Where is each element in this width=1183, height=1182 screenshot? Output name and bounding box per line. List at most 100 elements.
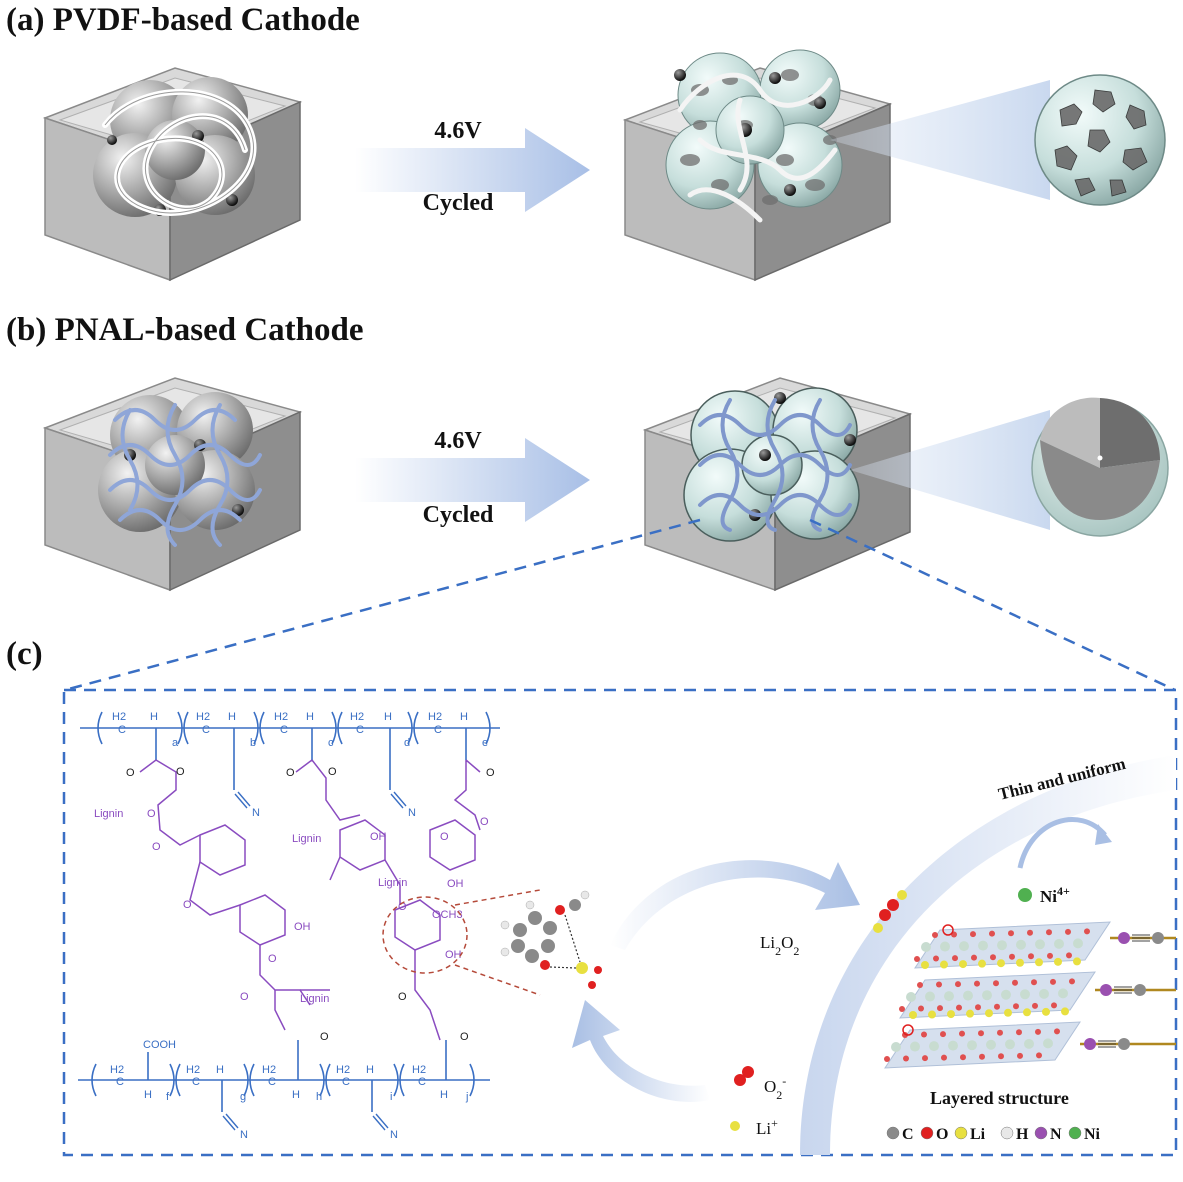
svg-text:H: H <box>384 711 392 723</box>
lithium-atom <box>1004 1008 1012 1017</box>
superoxide-particles <box>730 1066 754 1131</box>
svg-text:O: O <box>398 991 407 1003</box>
top-curved-arrow <box>610 860 860 950</box>
svg-text:H2: H2 <box>262 1064 276 1076</box>
lattice-atom <box>1031 979 1037 986</box>
svg-text:O: O <box>460 1031 469 1043</box>
legend-swatch-c <box>886 1126 900 1140</box>
lattice-atom <box>1005 1039 1015 1050</box>
lattice-atom <box>997 1029 1003 1036</box>
panel-b-voltage-label: 4.6V <box>434 428 482 454</box>
lattice-atom <box>933 955 939 962</box>
ester-groups: O O O O O O O O <box>126 766 495 1043</box>
panel-a-zoom-cone <box>830 80 1050 200</box>
svg-text:O: O <box>152 841 161 853</box>
lattice-atom <box>922 1055 928 1062</box>
svg-text:N: N <box>390 1129 398 1141</box>
layered-structure-label: Layered structure <box>930 1088 1069 1108</box>
lattice-atom <box>1001 989 1011 1000</box>
panel-a-process-arrow <box>355 128 590 212</box>
lattice-atom <box>1043 1038 1053 1049</box>
ni4-label: Ni4+ <box>1040 884 1070 906</box>
lattice-atom <box>960 1054 966 1061</box>
svg-text:C: C <box>118 724 126 736</box>
lattice-atom <box>975 1004 981 1011</box>
lattice-atom <box>914 956 920 962</box>
lattice-atom <box>1035 939 1045 950</box>
superoxide-label: O2- <box>764 1074 786 1102</box>
svg-text:H: H <box>150 711 158 723</box>
lattice-atom <box>967 1040 977 1051</box>
panel-c-title: (c) <box>6 636 43 672</box>
svg-text:H2: H2 <box>336 1064 350 1076</box>
legend-label-li: Li <box>970 1126 986 1143</box>
svg-text:H2: H2 <box>350 711 364 723</box>
svg-text:O: O <box>126 767 135 779</box>
svg-text:O: O <box>268 953 277 965</box>
svg-text:C: C <box>342 1076 350 1088</box>
lattice-atom <box>1073 938 1083 949</box>
interaction-highlight <box>382 889 541 996</box>
svg-text:O: O <box>147 808 156 820</box>
panel-a-pristine-electrode <box>42 67 303 282</box>
svg-text:i: i <box>390 1091 392 1103</box>
lattice-atom <box>936 981 942 988</box>
svg-text:O: O <box>183 899 192 911</box>
lattice-atom <box>932 932 938 938</box>
lithium-atom <box>966 1009 974 1018</box>
panel-a-cycled-label: Cycled <box>422 190 494 216</box>
svg-text:Lignin: Lignin <box>300 993 329 1005</box>
svg-text:H2: H2 <box>112 711 126 723</box>
lattice-atom <box>903 1055 909 1062</box>
svg-text:OH: OH <box>370 831 387 843</box>
nitrile-groups-bottom <box>222 1113 389 1131</box>
svg-text:C: C <box>202 724 210 736</box>
svg-text:O: O <box>398 901 407 913</box>
svg-text:H2: H2 <box>196 711 210 723</box>
legend-swatch-o <box>920 1126 934 1140</box>
lattice-atom <box>1050 978 1056 985</box>
lattice-atom <box>982 990 992 1001</box>
legend-swatch-li <box>954 1126 968 1140</box>
lattice-atom <box>997 940 1007 951</box>
polymer-backbone-bottom <box>78 1040 490 1112</box>
lattice-atom <box>993 980 999 987</box>
lattice-atom <box>994 1003 1000 1010</box>
lattice-atom <box>921 1031 927 1038</box>
lithium-atom <box>921 961 929 969</box>
svg-text:d: d <box>404 737 410 749</box>
panel-a-voltage-label: 4.6V <box>434 118 482 144</box>
lattice-atom <box>925 991 935 1002</box>
panel-b-title: (b) PNAL-based Cathode <box>6 312 364 348</box>
lignin-labels: Lignin O O Lignin OH Lignin OH O OH O O … <box>94 808 489 1005</box>
lithium-atom <box>928 1010 936 1019</box>
lithium-atom <box>985 1009 993 1018</box>
lattice-atom <box>1065 928 1071 935</box>
nitrile-groups-top <box>234 791 407 809</box>
lattice-atom <box>1016 1029 1022 1036</box>
svg-text:a: a <box>172 737 179 749</box>
lattice-atom <box>970 931 976 938</box>
svg-text:COOH: COOH <box>143 1039 176 1051</box>
lattice-atom <box>974 980 980 987</box>
lattice-atom <box>1012 979 1018 986</box>
svg-text:O: O <box>440 831 449 843</box>
lattice-atom <box>1051 1002 1057 1009</box>
lattice-atom <box>1032 1002 1038 1009</box>
svg-text:Lignin: Lignin <box>94 808 123 820</box>
panel-b-cycled-electrode <box>642 377 913 592</box>
svg-text:OH: OH <box>445 949 462 961</box>
svg-text:O: O <box>480 816 489 828</box>
lattice-atom <box>1066 952 1072 959</box>
layered-structure <box>884 921 1176 1069</box>
lattice-atom <box>959 941 969 952</box>
svg-text:O: O <box>240 991 249 1003</box>
lattice-atom <box>1046 929 1052 936</box>
ni-curved-arrow <box>1017 817 1107 869</box>
svg-text:O: O <box>320 1031 329 1043</box>
svg-text:H: H <box>366 1064 374 1076</box>
lattice-atom <box>941 1054 947 1061</box>
lattice-atom <box>948 1040 958 1051</box>
polymer-top-labels: H2C H H2C H H2C H H2C H H2C H a b c d e … <box>112 711 488 819</box>
panel-b-process-arrow <box>355 438 590 522</box>
